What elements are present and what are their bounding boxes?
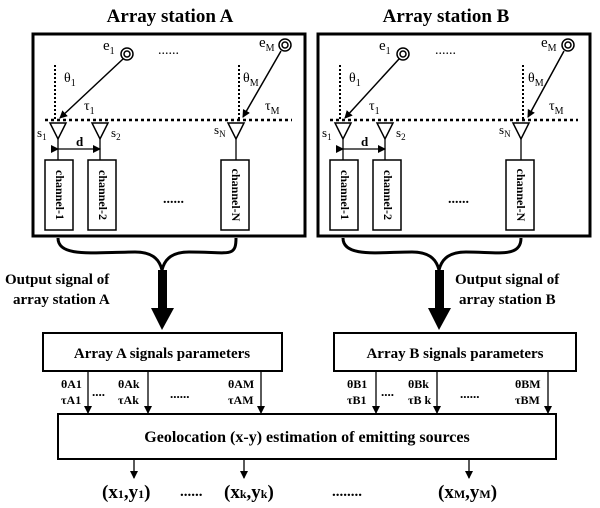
sensor-2-label: s2 [396,125,406,142]
station-a-params-label: Array A signals parameters [74,346,250,362]
emitters-ellipsis: ...... [435,43,456,58]
spacing-label: d [76,134,84,149]
station-a-frame [31,32,307,238]
result-1: (x1,y1) [102,482,150,503]
station-a-output-label-1: Output signal of [5,272,110,288]
sensor-n-icon [511,122,531,141]
channels-ellipsis: ...... [448,192,469,207]
sensor-n-label: sN [499,122,511,139]
channel-n-label: channel-N [514,169,528,222]
geolocation-box [57,413,557,460]
sensor-2-icon [375,122,395,141]
channel-1-label: channel-1 [53,170,67,220]
emitter-1-icon [396,47,410,61]
station-b-params-box [333,332,577,372]
emitter-m-label: eM [541,35,557,54]
station-b-brace [341,237,523,271]
station-b-output-label-1: Output signal of [455,272,560,288]
sensor-n-icon [226,122,246,141]
channels-ellipsis: ...... [163,192,184,207]
station-a: Array station A e1 ...... eM θ1 τ1 θM τM [5,6,307,414]
channel-2-label: channel-2 [381,170,395,220]
tau-am: τAM [228,393,254,407]
results-dots-1: ...... [180,484,203,500]
station-b-params-label: Array B signals parameters [366,346,543,362]
results-dots-2: ........ [332,484,362,500]
emitter-m-label: eM [259,35,275,54]
geolocation-label: Geolocation (x-y) estimation of emitting… [144,429,469,446]
channel-2-label: channel-2 [96,170,110,220]
tau-1-label: τ1 [84,99,95,117]
station-a-brace [56,237,238,271]
tau-b1: τB1 [347,393,367,407]
sensor-1-icon [48,122,68,141]
result-m: (xM,yM) [438,482,497,503]
channel-n-box [220,159,250,231]
station-b-output-arrow-shaft [435,270,444,310]
theta-ak: θAk [118,377,140,391]
sensor-n-label: sN [214,122,226,139]
ray-1 [344,58,400,119]
dots-a-2: ...... [170,386,190,401]
ray-m [527,50,565,118]
emitters-ellipsis: ...... [158,43,179,58]
tau-ak: τAk [118,393,139,407]
tau-m-label: τM [549,99,564,117]
sensor-2-icon [90,122,110,141]
tau-1-label: τ1 [369,99,380,117]
dots-b-2: ...... [460,386,480,401]
theta-m-label: θM [528,71,544,89]
dots-b-1: .... [381,384,394,399]
channel-n-box [505,159,535,231]
tau-bk: τB k [408,393,432,407]
station-a-output-arrow-head [151,308,174,330]
station-a-title: Array station A [107,6,234,27]
tau-a1: τA1 [61,393,81,407]
sensor-1-icon [333,122,353,141]
ray-1 [59,58,124,119]
channel-2-box [372,159,402,231]
station-b-output-label-2: array station B [459,292,556,308]
channel-n-label: channel-N [229,169,243,222]
theta-b1: θB1 [347,377,367,391]
emitter-m-icon [561,38,575,52]
emitter-1-label: e1 [379,38,391,57]
channel-1-label: channel-1 [338,170,352,220]
station-a-output-label-2: array station A [13,292,110,308]
dots-a-1: .... [92,384,105,399]
spacing-label: d [361,134,369,149]
theta-a1: θA1 [61,377,82,391]
ray-m [242,50,282,118]
theta-m-label: θM [243,71,259,89]
station-b-frame [316,32,592,238]
result-k: (xk,yk) [224,482,274,503]
station-a-output-arrow-shaft [158,270,167,310]
emitter-m-icon [278,38,292,52]
sensor-2-label: s2 [111,125,121,142]
station-a-params-box [42,332,283,372]
station-b-output-arrow-head [428,308,451,330]
emitter-1-icon [120,47,134,61]
sensor-1-label: s1 [322,125,332,142]
sensor-1-label: s1 [37,125,47,142]
channel-1-box [44,159,74,231]
theta-bm: θBM [515,377,541,391]
station-b-title: Array station B [383,6,510,27]
theta-bk: θBk [408,377,429,391]
theta-1-label: θ1 [349,71,361,89]
tau-m-label: τM [265,99,280,117]
station-b: Array station B e1 ...... eM θ1 τ1 θM τM… [316,6,592,414]
channel-1-box [329,159,359,231]
channel-2-box [87,159,117,231]
theta-am: θAM [228,377,254,391]
theta-1-label: θ1 [64,71,76,89]
tau-bm: τBM [515,393,540,407]
emitter-1-label: e1 [103,38,115,57]
